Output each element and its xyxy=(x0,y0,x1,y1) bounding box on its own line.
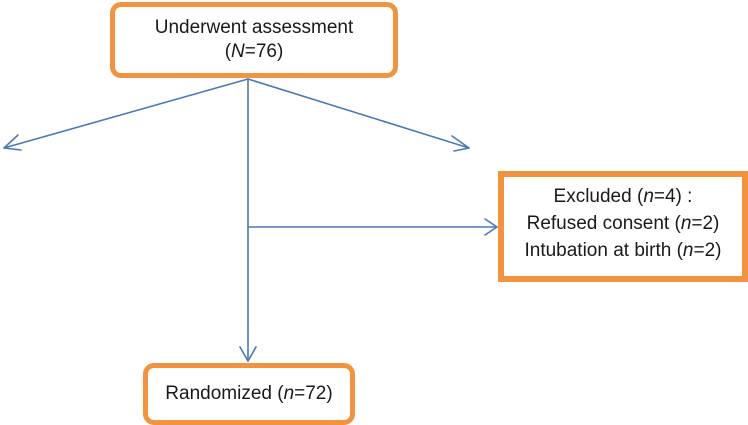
randomized-label: Randomized (n=72) xyxy=(165,383,333,404)
excluded-reason-intubation: Intubation at birth (n=2) xyxy=(524,240,722,261)
trunk-arrowhead xyxy=(239,346,257,362)
exclusion-arrowhead xyxy=(484,218,498,236)
right-branch-line xyxy=(247,78,470,149)
assessment-title: Underwent assessment xyxy=(154,17,354,38)
assessment-count: (N=76) xyxy=(224,41,284,62)
left-branch-arrowhead xyxy=(3,134,22,151)
randomized-box: Randomized (n=72) xyxy=(143,363,355,425)
excluded-title: Excluded (n=4) : xyxy=(553,186,693,207)
assessment-box: Underwent assessment (N=76) xyxy=(110,2,398,78)
left-branch-line xyxy=(3,78,249,149)
excluded-reason-refused-consent: Refused consent (n=2) xyxy=(526,213,720,234)
excluded-box: Excluded (n=4) : Refused consent (n=2) I… xyxy=(498,171,748,282)
right-branch-arrowhead xyxy=(451,135,470,152)
